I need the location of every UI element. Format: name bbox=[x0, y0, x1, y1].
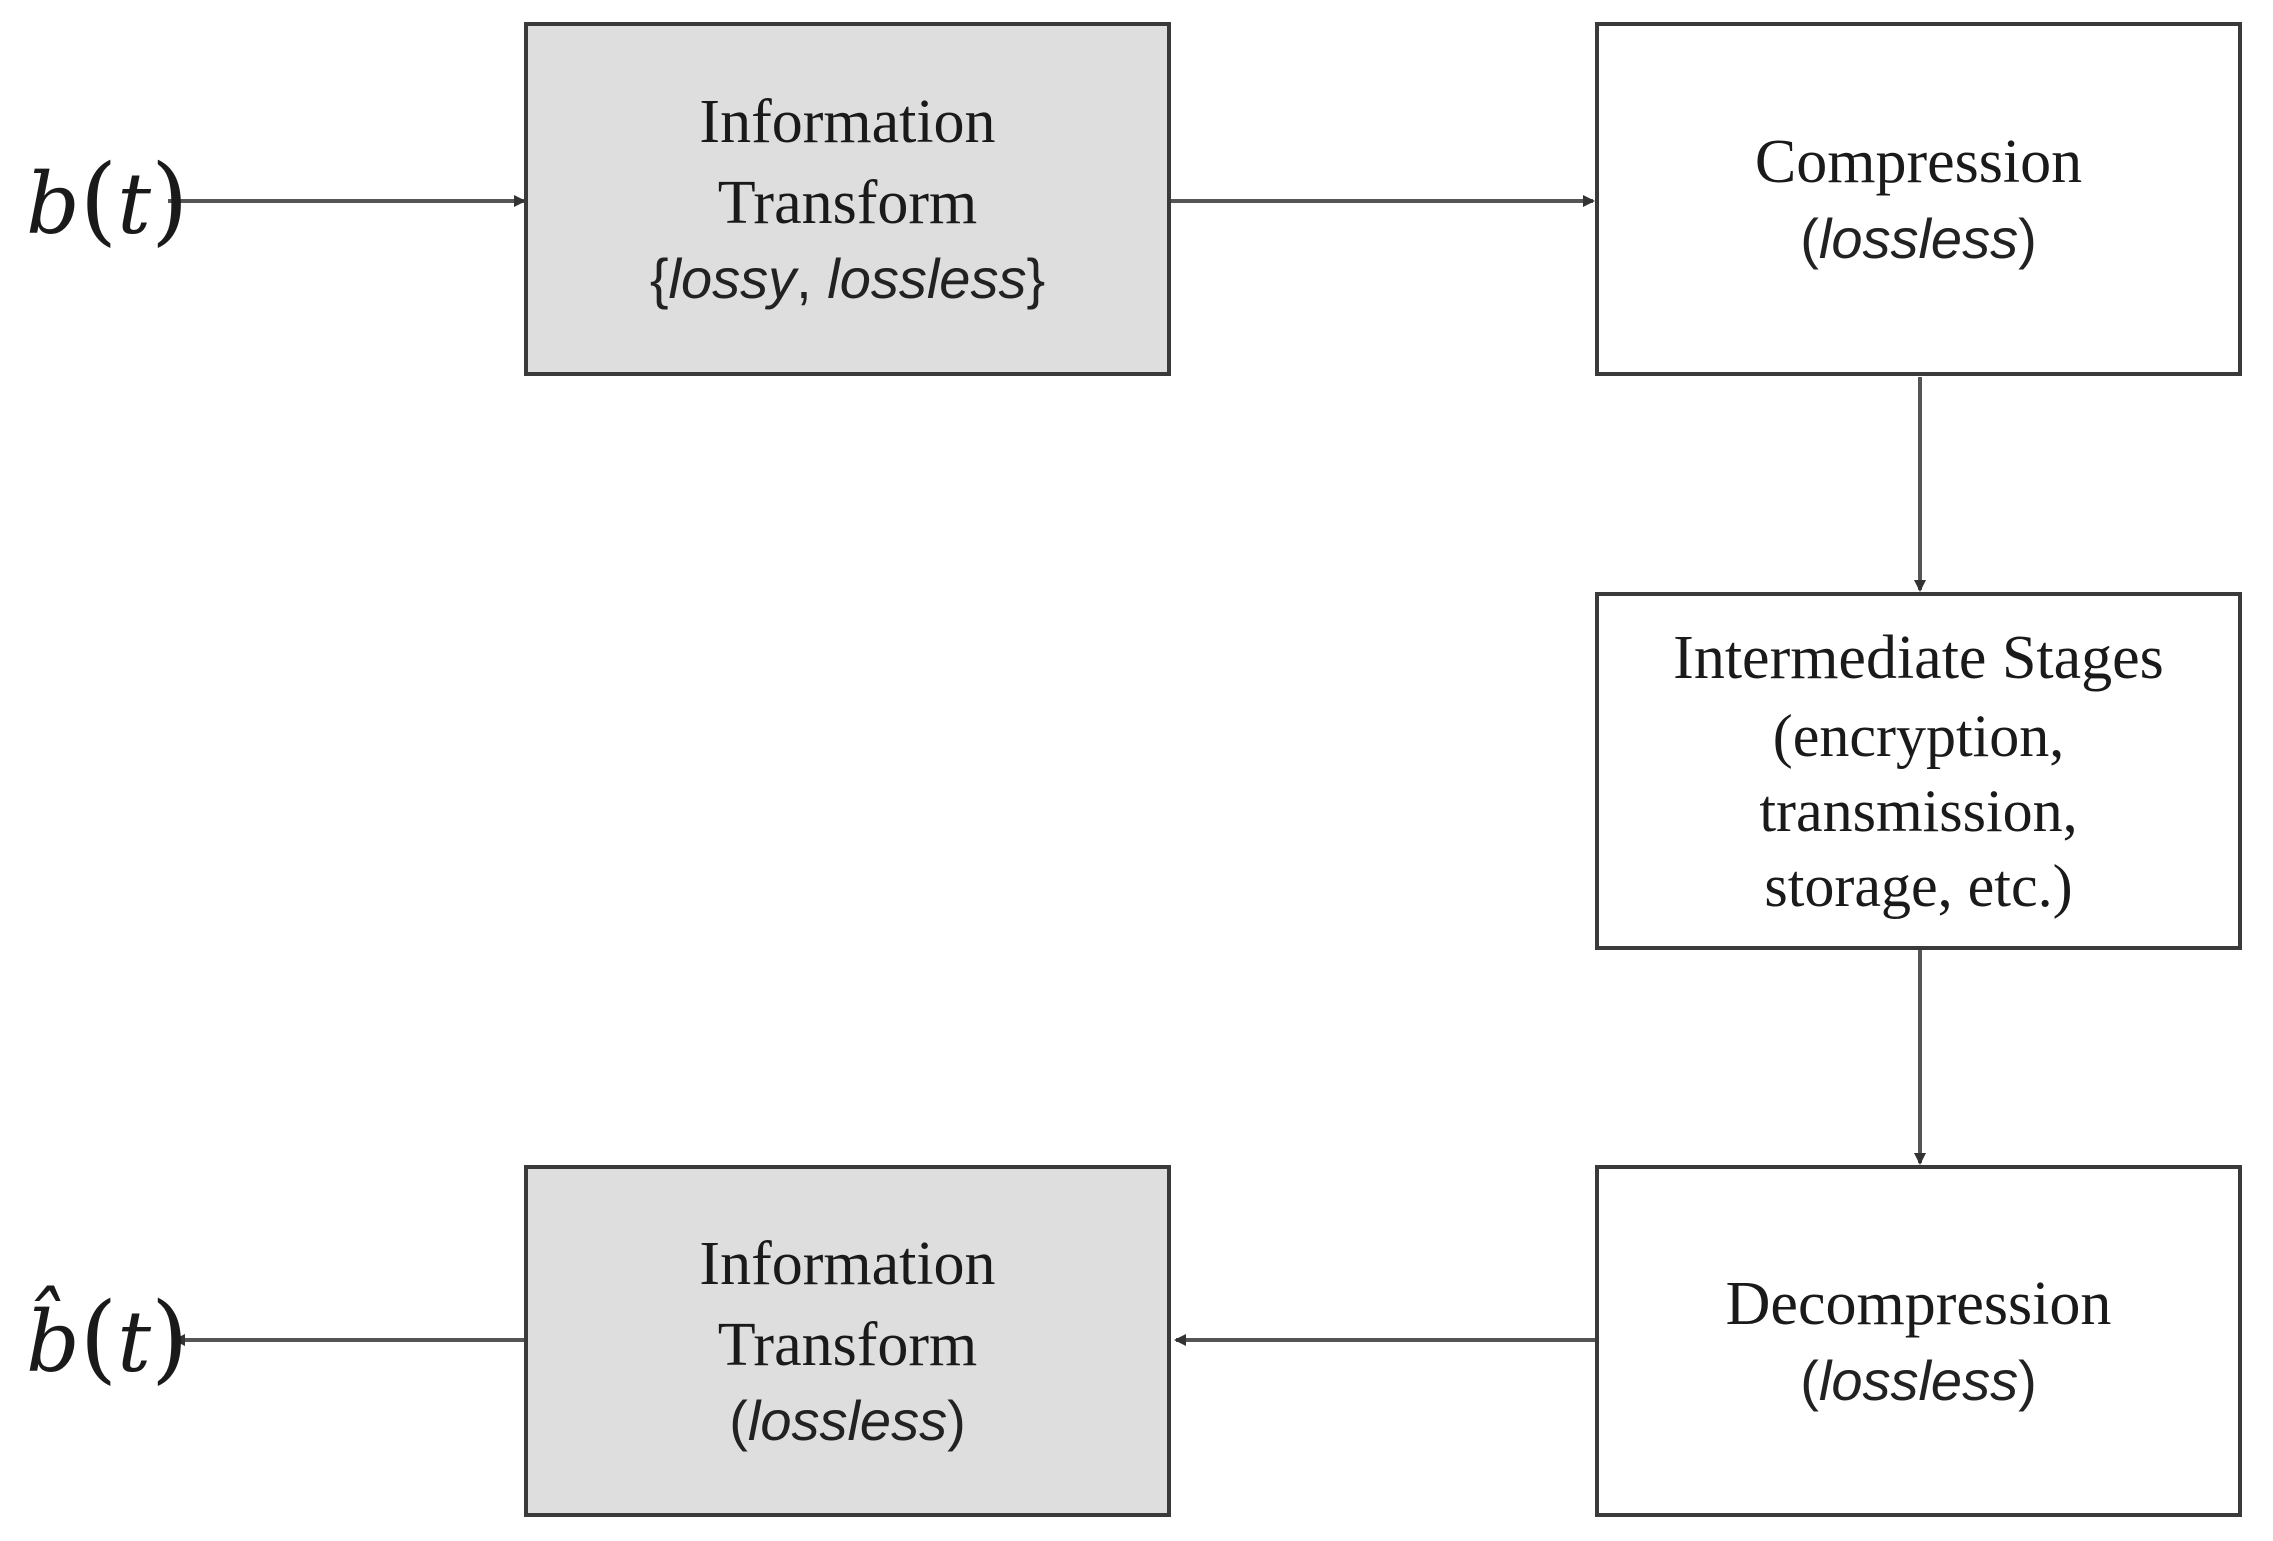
decompression-block: Decompression (lossless) bbox=[1595, 1165, 2242, 1517]
decompression-mode-open: ( bbox=[1800, 1348, 1819, 1412]
intermediate-detail-line1: (encryption, bbox=[1772, 702, 2065, 769]
intermediate-title: Intermediate Stages bbox=[1673, 624, 2164, 693]
compression-mode-close: ) bbox=[2018, 206, 2037, 270]
output-signal-argument: t bbox=[117, 1293, 151, 1391]
decompression-mode-close: ) bbox=[2018, 1348, 2037, 1412]
transform-out-mode-close: ) bbox=[947, 1389, 966, 1453]
transform-out-mode-open: ( bbox=[729, 1389, 748, 1453]
transform-out-title-line2: Transform bbox=[717, 1310, 978, 1379]
transform-in-mode-lossy: lossy bbox=[668, 247, 797, 311]
information-transform-encoder-block: Information Transform {lossy, lossless} bbox=[524, 22, 1171, 376]
transform-in-mode-separator: , bbox=[796, 247, 828, 311]
input-signal-open-paren: ( bbox=[79, 144, 118, 256]
intermediate-detail-line2: transmission, bbox=[1759, 777, 2078, 844]
output-signal-label: b̂(t) bbox=[26, 1290, 188, 1386]
input-signal-close-paren: ) bbox=[151, 144, 189, 256]
transform-in-title-line2: Transform bbox=[717, 168, 978, 237]
intermediate-detail-line3: storage, etc.) bbox=[1764, 852, 2073, 919]
transform-out-mode-text: lossless bbox=[747, 1389, 948, 1453]
transform-in-mode-open: { bbox=[649, 247, 669, 311]
transform-in-title-line1: Information bbox=[699, 88, 996, 156]
information-transform-decoder-block: Information Transform (lossless) bbox=[524, 1165, 1171, 1517]
compression-mode-text: lossless bbox=[1818, 206, 2019, 270]
input-signal-symbol: b bbox=[26, 155, 80, 253]
decompression-title: Decompression bbox=[1725, 1270, 2112, 1339]
input-signal-label: b(t) bbox=[26, 152, 188, 248]
compression-mode: (lossless) bbox=[1800, 203, 2036, 276]
transform-out-title-line1: Information bbox=[699, 1230, 996, 1298]
compression-block: Compression (lossless) bbox=[1595, 22, 2242, 376]
transform-in-mode-lossless: lossless bbox=[827, 247, 1027, 311]
transform-in-mode-close: } bbox=[1026, 247, 1046, 311]
transform-out-mode: (lossless) bbox=[729, 1385, 965, 1458]
compression-mode-open: ( bbox=[1800, 206, 1819, 270]
transform-in-mode: {lossy, lossless} bbox=[650, 243, 1045, 316]
compression-title: Compression bbox=[1754, 128, 2083, 197]
input-signal-argument: t bbox=[117, 155, 151, 253]
output-signal-close-paren: ) bbox=[151, 1282, 189, 1394]
output-signal-open-paren: ( bbox=[79, 1282, 118, 1394]
intermediate-stages-block: Intermediate Stages (encryption, transmi… bbox=[1595, 592, 2242, 950]
output-signal-symbol: b̂ bbox=[26, 1293, 80, 1391]
decompression-mode-text: lossless bbox=[1818, 1348, 2019, 1412]
decompression-mode: (lossless) bbox=[1800, 1345, 2036, 1418]
